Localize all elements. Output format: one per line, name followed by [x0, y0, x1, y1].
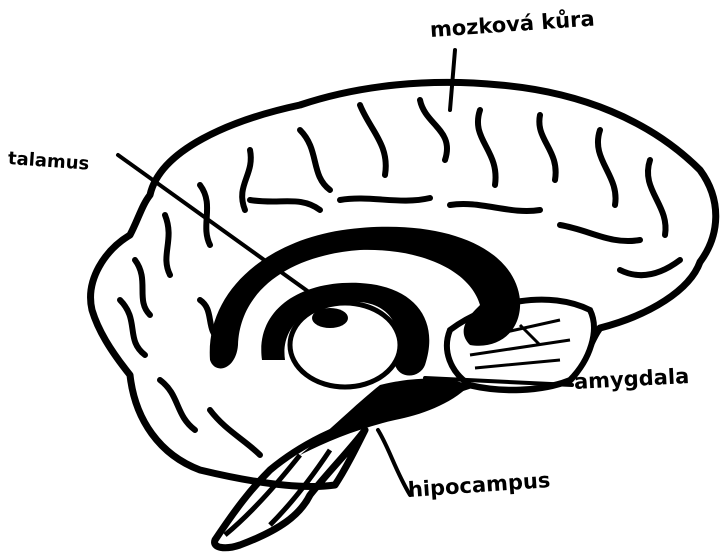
leader-hippocampus [378, 430, 410, 495]
thalamus-dot [312, 308, 348, 328]
